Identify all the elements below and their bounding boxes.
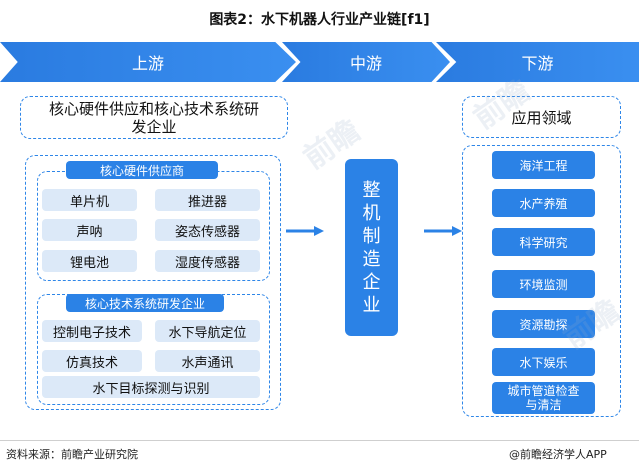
upstream-header: 核心硬件供应和核心技术系统研发企业 bbox=[20, 96, 288, 139]
hardware-group-label: 核心硬件供应商 bbox=[66, 161, 218, 179]
hardware-item: 锂电池 bbox=[42, 250, 137, 272]
application-item: 海洋工程 bbox=[492, 151, 595, 179]
stage-upstream: 上游 bbox=[0, 42, 296, 82]
stage-downstream: 下游 bbox=[436, 42, 639, 82]
tech-item: 控制电子技术 bbox=[42, 320, 142, 342]
arrow-right-icon bbox=[424, 226, 462, 236]
chart-title: 图表2：水下机器人行业产业链[f1] bbox=[209, 12, 430, 28]
application-item: 城市管道检查与清洁 bbox=[492, 382, 595, 414]
hardware-item: 推进器 bbox=[155, 189, 260, 211]
brand-note: @前瞻经济学人APP bbox=[509, 448, 607, 461]
application-item: 科学研究 bbox=[492, 228, 595, 256]
application-item: 环境监测 bbox=[492, 270, 595, 298]
downstream-header: 应用领域 bbox=[462, 96, 621, 138]
application-item: 水产养殖 bbox=[492, 189, 595, 217]
tech-item: 水下目标探测与识别 bbox=[42, 376, 260, 398]
tech-item: 水下导航定位 bbox=[155, 320, 260, 342]
tech-group-label: 核心技术系统研发企业 bbox=[66, 294, 224, 312]
hardware-item: 单片机 bbox=[42, 189, 137, 211]
tech-item: 仿真技术 bbox=[42, 350, 142, 372]
hardware-item: 姿态传感器 bbox=[155, 219, 260, 241]
midstream-label: 整机制造企业 bbox=[362, 179, 381, 316]
hardware-item: 湿度传感器 bbox=[155, 250, 260, 272]
footer-divider bbox=[0, 440, 639, 441]
application-item: 水下娱乐 bbox=[492, 348, 595, 376]
hardware-item: 声呐 bbox=[42, 219, 137, 241]
tech-item: 水声通讯 bbox=[155, 350, 260, 372]
upstream-header-text: 核心硬件供应和核心技术系统研发企业 bbox=[48, 99, 259, 136]
downstream-header-text: 应用领域 bbox=[511, 108, 572, 127]
midstream-box: 整机制造企业 bbox=[345, 159, 398, 336]
application-item: 资源勘探 bbox=[492, 310, 595, 338]
stage-midstream: 中游 bbox=[282, 42, 450, 82]
source-note: 资料来源：前瞻产业研究院 bbox=[6, 448, 138, 461]
arrow-right-icon bbox=[286, 226, 324, 236]
